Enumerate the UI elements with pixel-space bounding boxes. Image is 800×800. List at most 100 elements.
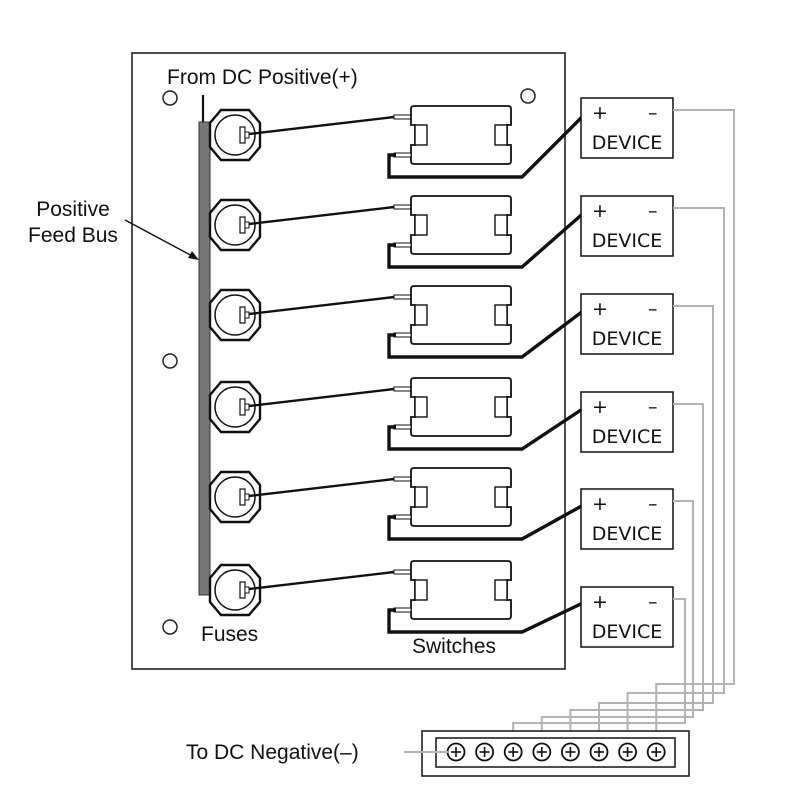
switch-clip [494, 486, 508, 508]
negative-terminal-screw [446, 742, 466, 762]
circuit-4: + – DEVICE [208, 377, 674, 453]
device-positive-terminal: + [592, 102, 608, 124]
fuse-terminal [239, 488, 246, 506]
negative-terminal-screw [646, 742, 666, 762]
device-negative-terminal: – [648, 493, 658, 515]
device-box [580, 293, 674, 355]
positive-feed-bus-label-line1: Positive [36, 198, 110, 221]
switch-clip [494, 214, 508, 236]
switch-clip [414, 124, 428, 146]
bus-pointer-arrow [124, 219, 199, 260]
circuit-1: + – DEVICE [208, 97, 674, 179]
circuit-2: + – DEVICE [208, 195, 674, 269]
fuse [214, 476, 256, 518]
fuse-to-switch-wire [248, 295, 395, 316]
fuse-terminal-tab [244, 493, 250, 501]
switch-clip [494, 124, 508, 146]
device-label: DEVICE [592, 132, 663, 154]
device-negative-terminal: – [648, 396, 658, 418]
fuse-terminal [239, 306, 246, 324]
switch-body [410, 285, 512, 345]
switch-body [410, 105, 512, 165]
mounting-hole [162, 353, 178, 369]
switch-clip [494, 396, 508, 418]
negative-wire-2 [626, 207, 725, 752]
switch-input-terminal [393, 294, 412, 300]
switch-to-device-wire [387, 404, 588, 451]
device-2: + – DEVICE [580, 195, 674, 257]
negative-wire-3 [598, 305, 714, 752]
fuse-to-switch-wire [248, 570, 395, 591]
device-negative-terminal: – [648, 200, 658, 222]
switch-to-device-wire [387, 306, 589, 359]
device-label: DEVICE [592, 621, 663, 643]
device-1: + – DEVICE [580, 97, 674, 159]
negative-terminal-strip [421, 730, 690, 777]
fuse [214, 386, 256, 428]
device-label: DEVICE [592, 523, 663, 545]
switch-clip [414, 214, 428, 236]
mounting-hole [162, 90, 178, 106]
switch-output-terminal [393, 514, 412, 520]
device-negative-terminal: – [648, 591, 658, 613]
to-dc-negative-label: To DC Negative(–) [186, 741, 359, 764]
device-negative-terminal: – [648, 298, 658, 320]
switch-body [410, 467, 512, 527]
switch-input-terminal [393, 204, 412, 210]
mounting-holes [162, 88, 536, 635]
switch-clip [414, 579, 428, 601]
negative-wire-1 [655, 109, 735, 752]
device-positive-terminal: + [592, 200, 608, 222]
switch-to-device-wire [387, 208, 589, 269]
device-positive-terminal: + [592, 396, 608, 418]
fuse-terminal [239, 126, 246, 144]
negative-terminal-screw [618, 742, 637, 762]
device-label: DEVICE [592, 230, 663, 252]
device-label: DEVICE [592, 328, 663, 350]
switch-input-terminal [393, 386, 412, 392]
device-positive-terminal: + [592, 298, 608, 320]
negative-wire-5 [540, 500, 694, 752]
negative-terminals [446, 742, 666, 762]
switch-body [410, 195, 512, 255]
switch-clip [414, 486, 428, 508]
device-box [580, 391, 674, 453]
circuit-3: + – DEVICE [208, 285, 674, 359]
device-positive-terminal: + [592, 591, 608, 613]
switch-clip [494, 579, 508, 601]
fuse-to-switch-wire [248, 477, 395, 498]
fuse [214, 114, 256, 156]
negative-wire-4 [569, 403, 704, 752]
device-label: DEVICE [592, 426, 663, 448]
switch-body [410, 560, 512, 620]
device-6: + – DEVICE [580, 586, 674, 648]
circuits: + – DEVICE + – DEVICE + – DEVICE + – DEVICE + – DEVICE… [208, 97, 674, 648]
fuse-terminal-tab [244, 131, 250, 139]
fuse [214, 204, 256, 246]
negative-wires [512, 109, 735, 752]
negative-terminal-screw [561, 742, 580, 762]
fuse [214, 294, 256, 336]
device-3: + – DEVICE [580, 293, 674, 355]
switch-clip [494, 304, 508, 326]
switch-input-terminal [393, 569, 412, 575]
device-box [580, 586, 674, 648]
switch-input-terminal [393, 476, 412, 482]
switch-output-terminal [393, 607, 412, 613]
positive-feed-bus-label-line2: Feed Bus [28, 224, 118, 247]
fuse-terminal-tab [244, 221, 250, 229]
switch-output-terminal [393, 332, 412, 338]
switch-output-terminal [393, 424, 412, 430]
circuit-5: +–DEVICE [208, 467, 674, 550]
device-4: + – DEVICE [580, 391, 674, 453]
switch-to-device-wire [387, 501, 588, 541]
fuse-to-switch-wire [248, 115, 395, 136]
fuse-to-switch-wire [248, 387, 395, 408]
device-negative-terminal: – [648, 102, 658, 124]
switch-clip [414, 304, 428, 326]
positive-feed-bus-bar [198, 121, 211, 596]
switch-to-device-wire [387, 110, 589, 179]
switch-to-device-wire [387, 599, 588, 634]
fuse-terminal [239, 216, 246, 234]
